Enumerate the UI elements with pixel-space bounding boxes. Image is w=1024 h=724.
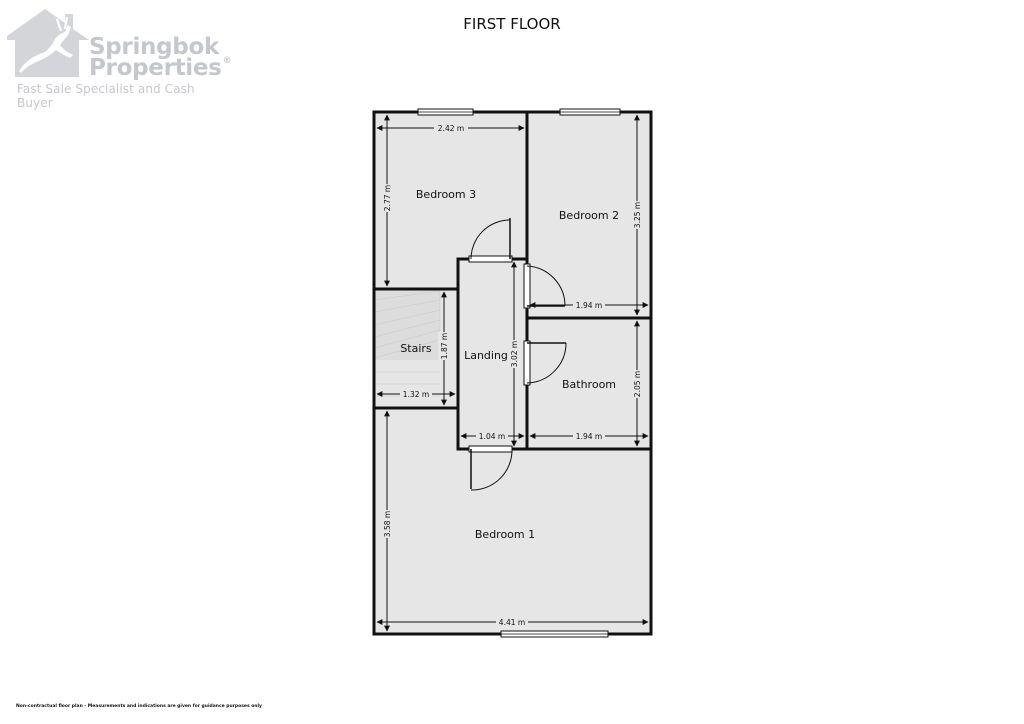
room-label-stairs: Stairs: [400, 342, 432, 355]
room-labels: Bedroom 3 Bedroom 2 Stairs Landing Bathr…: [400, 188, 619, 541]
dim-bathroom-width: 1.94 m: [576, 432, 602, 441]
room-label-landing: Landing: [464, 349, 508, 362]
dim-bed2-width: 1.94 m: [576, 301, 602, 310]
dim-bed1-length: 3.58 m: [383, 511, 392, 537]
registered-mark: ®: [222, 56, 232, 66]
dim-bed3-length: 2.77 m: [383, 185, 392, 211]
bedroom1-floor: [374, 408, 651, 634]
brand-tagline: Fast Sale Specialist and Cash Buyer: [17, 82, 195, 110]
disclaimer-text: Non-contractual floor plan - Measurement…: [16, 704, 262, 709]
brand-name-line1: Springbok: [89, 34, 219, 60]
springbok-logo: Springbok Properties® Fast Sale Speciali…: [5, 5, 232, 110]
dimension-labels: 2.42 m 2.77 m 3.25 m 1.94 m 1.87 m 1.32 …: [381, 122, 643, 628]
dim-bed3-width: 2.42 m: [438, 124, 464, 133]
house-springbok-icon: [7, 9, 89, 77]
dim-stairs-width: 1.32 m: [403, 390, 429, 399]
room-label-bathroom: Bathroom: [562, 378, 616, 391]
room-label-bedroom3: Bedroom 3: [416, 188, 476, 201]
room-label-bedroom2: Bedroom 2: [559, 209, 619, 222]
dim-bed1-width: 4.41 m: [499, 618, 525, 627]
dim-bathroom-length: 2.05 m: [633, 371, 642, 397]
brand-name-line2: Properties®: [89, 55, 232, 81]
stair-treads: [373, 288, 441, 397]
windows: [417, 108, 621, 638]
door-bathroom: [523, 340, 567, 386]
dim-landing-length: 3.02 m: [510, 341, 519, 367]
dim-landing-width: 1.04 m: [479, 432, 505, 441]
door-bedroom1: [468, 445, 513, 491]
dim-bed2-length: 3.25 m: [633, 202, 642, 228]
room-label-bedroom1: Bedroom 1: [475, 528, 535, 541]
floor-title: FIRST FLOOR: [463, 15, 561, 33]
door-bedroom3: [468, 218, 513, 263]
bedroom2-floor: [527, 112, 651, 318]
dim-stairs-length: 1.87 m: [440, 333, 449, 359]
